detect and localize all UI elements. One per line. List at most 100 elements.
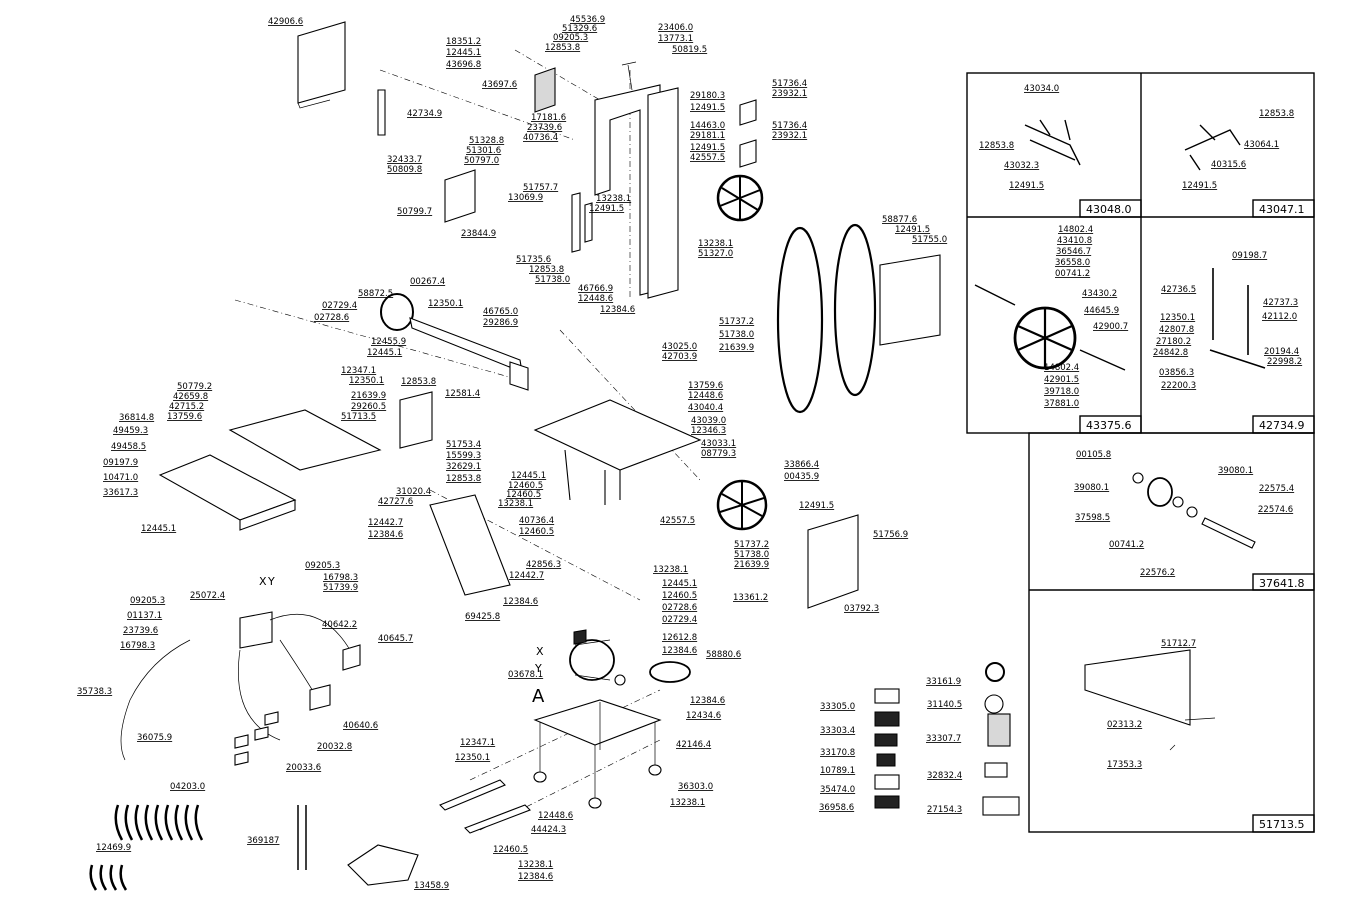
part-number-label: 15599.3 [446,451,481,461]
part-number-label: 13069.9 [508,193,543,203]
detail-panels [966,72,1315,833]
part-number-label: 51736.4 [772,121,807,131]
part-number-label: 12853.8 [1259,109,1294,119]
part-number-label: 69425.8 [465,612,500,622]
part-number-label: 42736.5 [1161,285,1196,295]
part-number-label: 39080.1 [1074,483,1109,493]
part-number-label: 12460.5 [519,527,554,537]
part-number-label: 00741.2 [1109,540,1144,550]
part-number-label: 02728.6 [314,313,349,323]
marker-a: A [532,686,545,707]
part-number-label: 12445.1 [662,579,697,589]
part-number-label: 03856.3 [1159,368,1194,378]
part-number-label: 31140.5 [927,700,962,710]
part-number-label: 12491.5 [690,103,725,113]
part-number-label: 00435.9 [784,472,819,482]
part-number-label: 40645.7 [378,634,413,644]
part-number-label: 12448.6 [578,294,613,304]
part-number-label: 12853.8 [401,377,436,387]
part-number-label: 50799.7 [397,207,432,217]
part-number-label: 36546.7 [1056,247,1091,257]
part-number-label: 42557.5 [660,516,695,526]
part-number-label: 49458.5 [111,442,146,452]
part-number-label: 51329.6 [562,24,597,34]
part-number-label: 23932.1 [772,131,807,141]
part-number-label: 50797.0 [464,156,499,166]
part-number-label: 25072.4 [190,591,225,601]
part-number-label: 42112.0 [1262,312,1297,322]
part-number-label: 42557.5 [690,153,725,163]
part-number-label: 46765.0 [483,307,518,317]
part-number-label: 42146.4 [676,740,711,750]
part-number-label: 36814.8 [119,413,154,423]
part-number-label: 12612.8 [662,633,697,643]
part-number-label: 42727.6 [378,497,413,507]
marker-x-1: X [259,575,267,588]
marker-x-2: X [536,645,544,658]
part-number-label: 35474.0 [820,785,855,795]
part-number-label: 10789.1 [820,766,855,776]
part-number-label: 13238.1 [698,239,733,249]
part-number-label: 12445.1 [446,48,481,58]
part-number-label: 12448.6 [538,811,573,821]
part-number-label: 02313.2 [1107,720,1142,730]
part-number-label: 43032.3 [1004,161,1039,171]
part-number-label: 13238.1 [670,798,705,808]
part-number-label: 21639.9 [734,560,769,570]
part-number-label: 42906.6 [268,17,303,27]
part-number-label: 20032.8 [317,742,352,752]
part-number-label: 12442.7 [509,571,544,581]
part-number-label: 12491.5 [1182,181,1217,191]
part-number-label: 12445.1 [141,524,176,534]
part-number-label: 40642.2 [322,620,357,630]
part-number-label: 23739.6 [527,123,562,133]
part-number-label: 29286.9 [483,318,518,328]
part-number-label: 51753.4 [446,440,481,450]
part-number-label: 00105.8 [1076,450,1111,460]
part-number-label: 20194.4 [1264,347,1299,357]
part-number-label: 29181.1 [690,131,725,141]
part-number-label: 22998.2 [1267,357,1302,367]
part-number-label: 51755.0 [912,235,947,245]
part-number-label: 12350.1 [455,753,490,763]
part-number-label: 22575.4 [1259,484,1294,494]
panel-tag-43047: 43047.1 [1259,203,1305,216]
part-number-label: 24842.8 [1153,348,1188,358]
part-number-label: 22574.6 [1258,505,1293,515]
marker-y-1: Y [267,575,275,588]
callouts: 42906.642734.932433.750809.850799.718351… [77,15,1302,891]
part-number-label: 27154.3 [927,805,962,815]
part-number-label: 27180.2 [1156,337,1191,347]
part-number-label: 12491.5 [1009,181,1044,191]
part-number-label: 51713.5 [341,412,376,422]
part-number-label: 23844.9 [461,229,496,239]
part-number-label: 36558.0 [1055,258,1090,268]
drawing-parts [89,21,1266,891]
part-number-label: 43430.2 [1082,289,1117,299]
part-number-label: 37881.0 [1044,399,1079,409]
part-number-label: 369187 [247,836,279,846]
part-number-label: 12448.6 [688,391,723,401]
part-number-label: 12853.8 [529,265,564,275]
part-number-label: 12491.5 [895,225,930,235]
part-number-label: 14463.0 [690,121,725,131]
part-number-label: 43025.0 [662,342,697,352]
part-number-label: 23739.6 [123,626,158,636]
part-number-label: 43696.8 [446,60,481,70]
part-number-label: 51738.0 [734,550,769,560]
part-number-label: 44424.3 [531,825,566,835]
part-number-label: 10471.0 [103,473,138,483]
part-number-label: 21639.9 [351,391,386,401]
part-number-label: 51327.0 [698,249,733,259]
part-number-label: 12853.8 [545,43,580,53]
part-number-label: 12853.8 [446,474,481,484]
part-number-label: 12350.1 [349,376,384,386]
panel-tag-43375: 43375.6 [1086,419,1132,432]
part-number-label: 35738.3 [77,687,112,697]
part-number-label: 22576.2 [1140,568,1175,578]
part-number-label: 42901.5 [1044,375,1079,385]
part-number-label: 51737.2 [719,317,754,327]
part-number-label: 12384.6 [518,872,553,882]
part-number-label: 12469.9 [96,843,131,853]
part-number-label: 17353.3 [1107,760,1142,770]
